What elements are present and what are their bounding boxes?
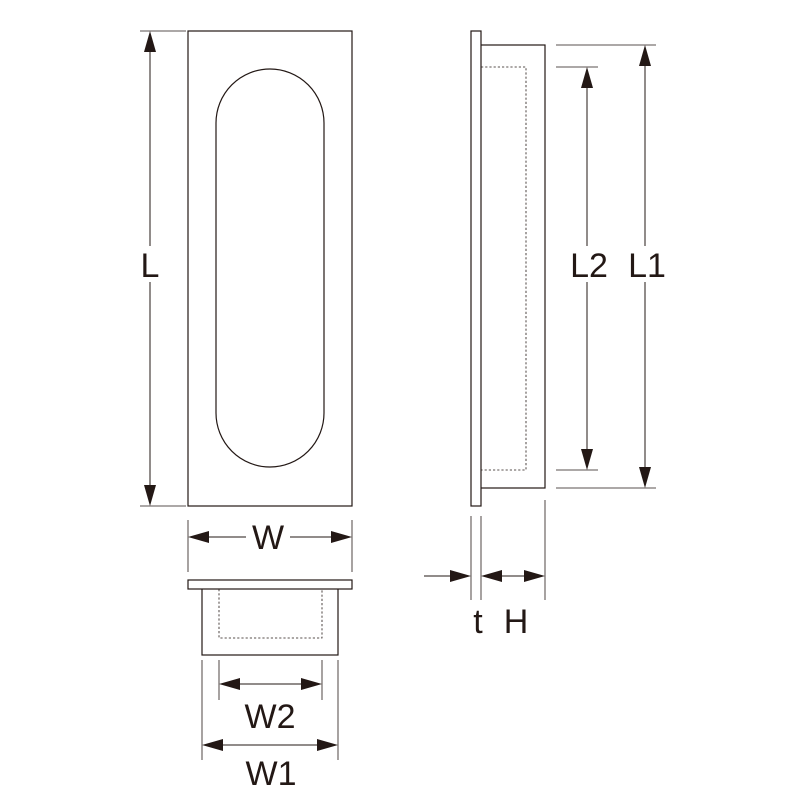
side-hidden-recess	[481, 66, 527, 471]
arrow-W-right	[331, 531, 352, 543]
arrow-t-left	[450, 570, 471, 582]
side-flange-outline	[470, 30, 482, 507]
arrow-L-top	[144, 31, 156, 52]
arrow-L2-top	[581, 67, 593, 88]
arrow-W-left	[188, 531, 209, 543]
dimension-L1: L1	[556, 44, 670, 489]
bottom-flange-outline	[187, 579, 353, 590]
bottom-hidden-recess	[218, 589, 323, 639]
arrow-L1-bottom	[639, 467, 651, 488]
dimension-W1: W1	[201, 660, 339, 793]
label-t: t	[473, 603, 483, 641]
dimension-L2: L2	[556, 66, 610, 471]
dimension-t: t	[424, 516, 502, 641]
arrow-L2-bottom	[581, 449, 593, 470]
label-W: W	[252, 519, 284, 557]
label-L1: L1	[628, 247, 666, 285]
arrow-H-right	[524, 570, 545, 582]
side-view	[470, 30, 546, 507]
dimension-W2: W2	[218, 660, 323, 736]
label-L2: L2	[570, 247, 608, 285]
bottom-view	[187, 579, 353, 656]
arrow-W2-right	[301, 678, 322, 690]
arrow-W2-left	[219, 678, 240, 690]
dimension-W: W	[187, 519, 353, 572]
dimension-L: L	[136, 30, 186, 507]
front-finger-recess	[215, 68, 325, 468]
arrow-W1-left	[202, 739, 223, 751]
label-W1: W1	[246, 755, 297, 793]
arrow-L-bottom	[144, 485, 156, 506]
label-L: L	[141, 247, 160, 285]
arrow-L1-top	[639, 45, 651, 66]
bottom-body-outline	[201, 587, 339, 656]
label-W2: W2	[245, 698, 296, 736]
side-body-outline	[479, 44, 546, 489]
front-view	[187, 30, 353, 507]
dimension-H: H	[500, 500, 546, 641]
arrow-t-right	[481, 570, 502, 582]
arrow-W1-right	[317, 739, 338, 751]
label-H: H	[504, 603, 529, 641]
